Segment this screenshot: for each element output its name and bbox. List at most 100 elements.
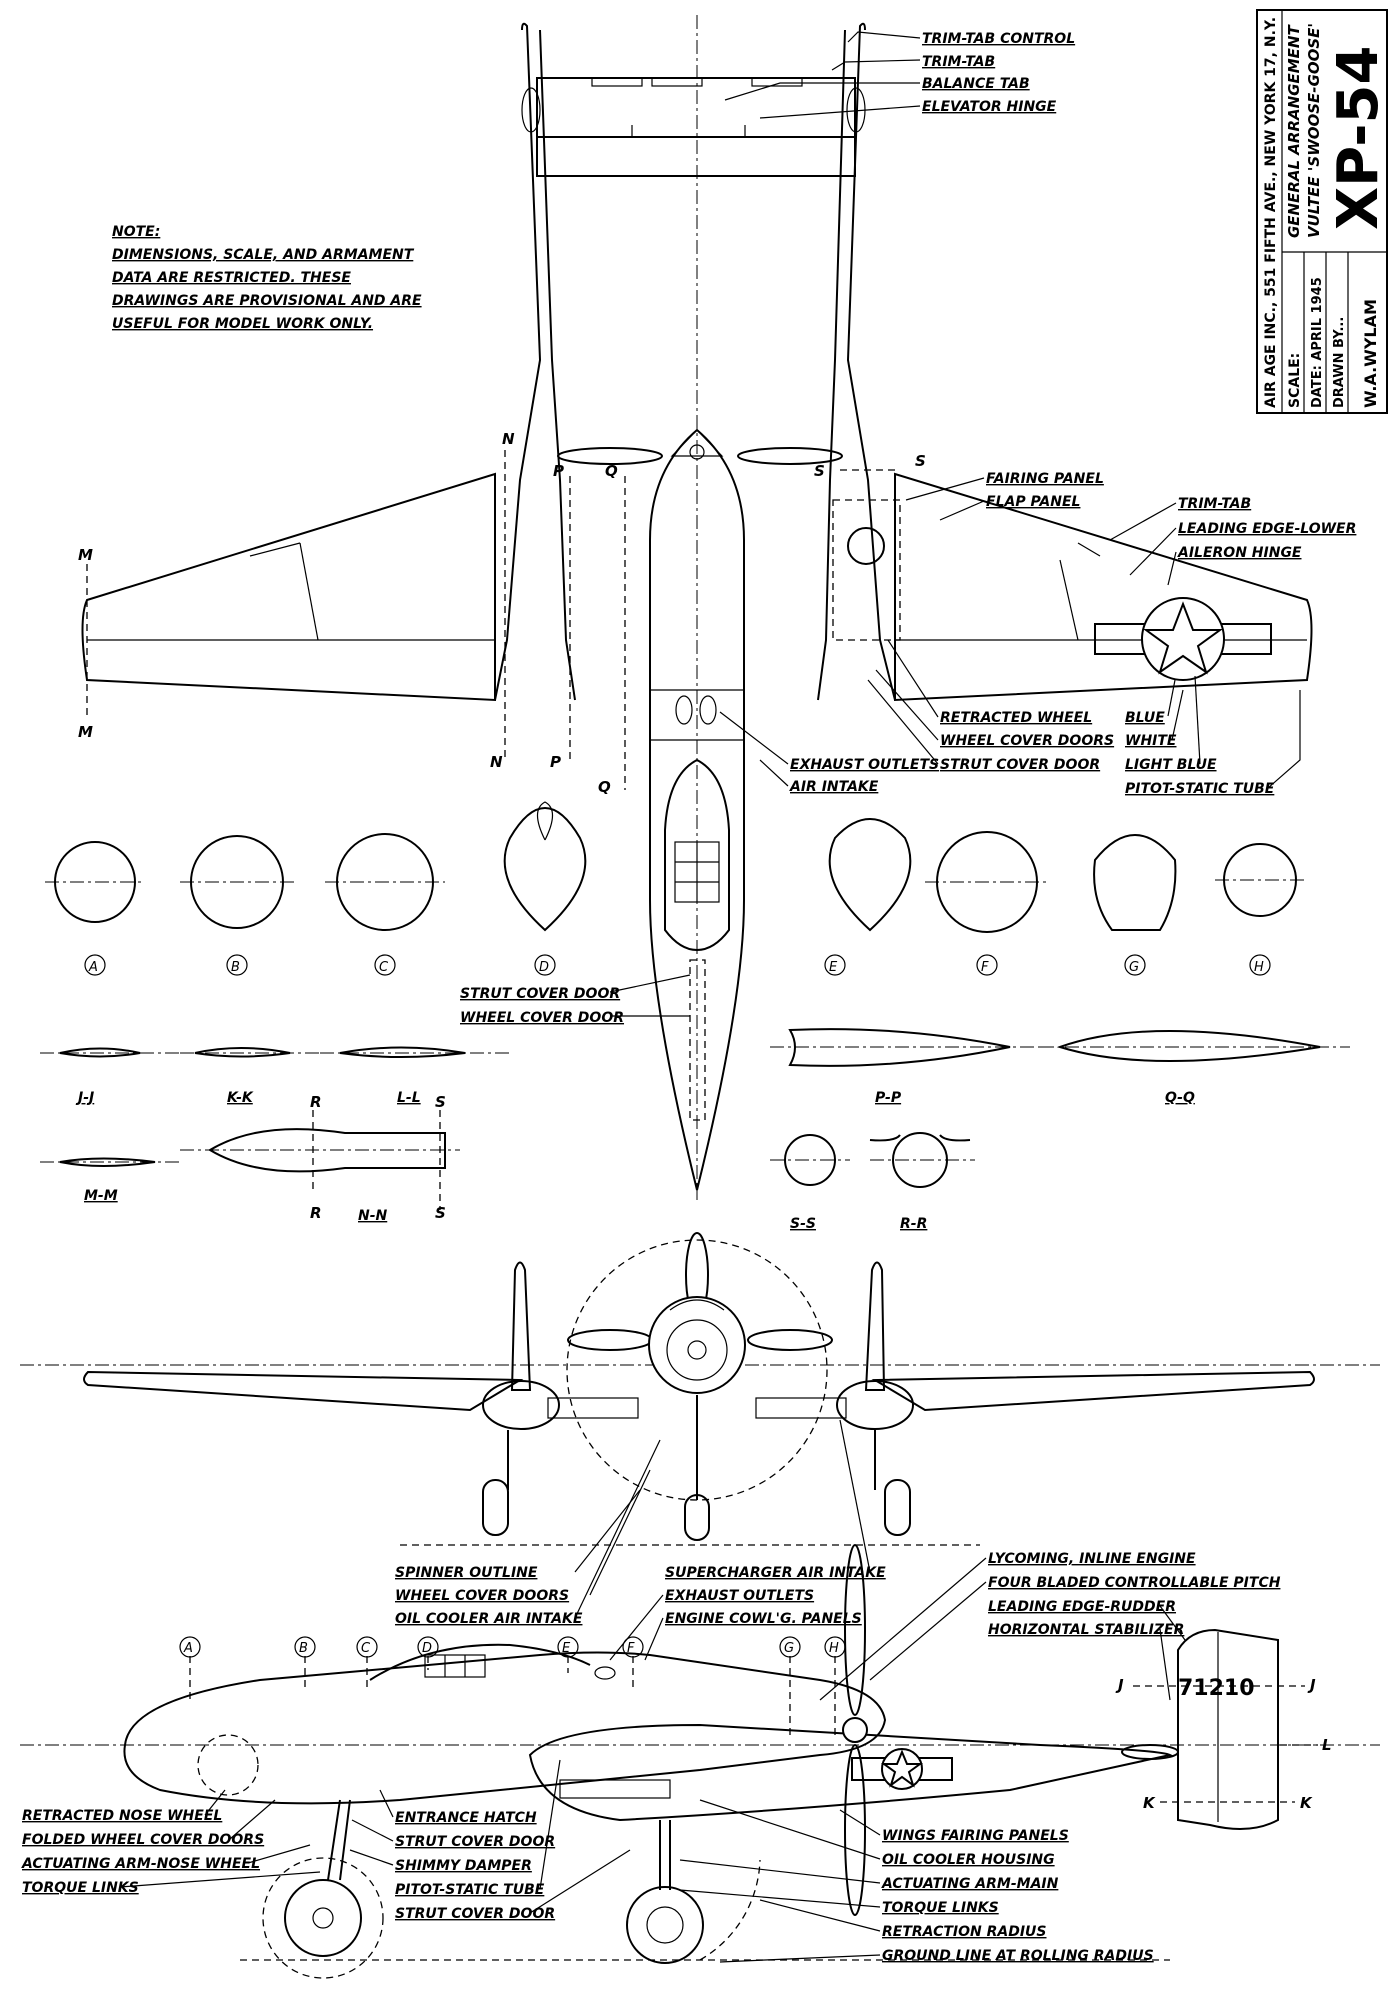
- label-exhaust-outlets-side: EXHAUST OUTLETS: [665, 1588, 814, 1604]
- cut-K-left: K: [1143, 1794, 1156, 1812]
- label-pitot-static-tube-side: PITOT-STATIC TUBE: [395, 1882, 545, 1898]
- svg-text:E: E: [829, 960, 838, 975]
- cut-J-left: J: [1115, 1676, 1124, 1694]
- label-wheel-cover-door-mid: WHEEL COVER DOOR: [460, 1010, 624, 1026]
- label-wheel-cover-doors: WHEEL COVER DOORS: [940, 733, 1114, 749]
- label-strut-cover-door-mid: STRUT COVER DOOR: [460, 986, 620, 1002]
- label-air-intake: AIR INTAKE: [789, 779, 879, 795]
- label-aileron-hinge: AILERON HINGE: [1177, 545, 1302, 561]
- svg-text:D: D: [539, 960, 549, 975]
- cut-N-bottom: N: [490, 753, 503, 771]
- cut-S-top-right: S: [915, 452, 926, 470]
- svg-text:C: C: [361, 1641, 371, 1656]
- side-circle-H: H: [824, 1636, 846, 1658]
- cut-R-bottom: R: [310, 1204, 322, 1222]
- publisher-text: AIR AGE INC., 551 FIFTH AVE., NEW YORK 1…: [1263, 17, 1279, 408]
- label-trim-tab-control: TRIM-TAB CONTROL: [922, 31, 1075, 47]
- label-torque-links-left: TORQUE LINKS: [22, 1880, 139, 1896]
- label-entrance-hatch: ENTRANCE HATCH: [395, 1810, 537, 1826]
- section-circle-A: A: [84, 954, 106, 976]
- airfoil-label-L-L: L-L: [397, 1090, 421, 1106]
- svg-text:B: B: [231, 960, 240, 975]
- cut-Q-top: Q: [605, 462, 618, 480]
- label-fairing-panel: FAIRING PANEL: [986, 471, 1104, 487]
- label-trim-tab-wing: TRIM-TAB: [1178, 496, 1251, 512]
- label-retracted-nose-wheel: RETRACTED NOSE WHEEL: [22, 1808, 222, 1824]
- svg-text:E: E: [562, 1641, 571, 1656]
- label-supercharger-air-intake: SUPERCHARGER AIR INTAKE: [665, 1565, 886, 1581]
- side-circle-G: G: [779, 1636, 801, 1658]
- drawn-by-name: W.A.WYLAM: [1361, 299, 1380, 408]
- label-wheel-cover-doors-front: WHEEL COVER DOORS: [395, 1588, 569, 1604]
- cut-M-top: M: [78, 546, 93, 564]
- airfoil-label-J-J: J-J: [75, 1090, 94, 1106]
- label-ground-line: GROUND LINE AT ROLLING RADIUS: [882, 1948, 1154, 1964]
- svg-text:G: G: [784, 1641, 794, 1656]
- cut-P-top: P: [553, 462, 564, 480]
- side-circle-F: F: [622, 1636, 644, 1658]
- svg-text:B: B: [299, 1641, 308, 1656]
- section-circle-C: C: [374, 954, 396, 976]
- airfoil-label-K-K: K-K: [227, 1090, 254, 1106]
- subtitle-vultee: VULTEE 'SWOOSE-GOOSE': [1305, 23, 1323, 238]
- note-line-2: DATA ARE RESTRICTED. THESE: [112, 270, 351, 286]
- note-heading: NOTE:: [112, 224, 160, 240]
- cut-M-bottom: M: [78, 723, 93, 741]
- airfoil-label-N-N: N-N: [358, 1208, 388, 1224]
- fuselage-sections: A B C D E F G H: [45, 801, 1305, 976]
- side-circle-D: D: [417, 1636, 439, 1658]
- label-leading-edge-rudder: LEADING EDGE-RUDDER: [988, 1599, 1176, 1615]
- date-text: DATE: APRIL 1945: [1310, 277, 1325, 408]
- note-line-4: USEFUL FOR MODEL WORK ONLY.: [112, 316, 373, 332]
- side-view: 71210 A B C D E F G H J: [20, 1544, 1380, 1979]
- label-leading-edge-lower: LEADING EDGE-LOWER: [1178, 521, 1356, 537]
- cut-J-right: J: [1307, 1676, 1316, 1694]
- model-title: XP-54: [1326, 46, 1391, 230]
- label-strut-cover-door-top: STRUT COVER DOOR: [940, 757, 1100, 773]
- label-actuating-arm-nose-wheel: ACTUATING ARM-NOSE WHEEL: [21, 1856, 260, 1872]
- cut-L-right: L: [1322, 1736, 1332, 1754]
- front-view: [20, 1232, 1380, 1546]
- label-retraction-radius: RETRACTION RADIUS: [882, 1924, 1047, 1940]
- airfoil-sections: J-J K-K L-L M-M N-N P-P Q-Q S-S R-R R R …: [40, 1028, 1350, 1232]
- svg-text:C: C: [379, 960, 389, 975]
- label-light-blue: LIGHT BLUE: [1125, 757, 1217, 773]
- subtitle-general-arrangement: GENERAL ARRANGEMENT: [1285, 24, 1303, 238]
- label-pitot-static-tube-top: PITOT-STATIC TUBE: [1125, 781, 1275, 797]
- label-blue: BLUE: [1125, 710, 1165, 726]
- note-line-3: DRAWINGS ARE PROVISIONAL AND ARE: [112, 293, 422, 309]
- svg-text:D: D: [422, 1641, 432, 1656]
- label-folded-wheel-cover-doors: FOLDED WHEEL COVER DOORS: [22, 1832, 264, 1848]
- label-engine-cowl-panels: ENGINE COWL'G. PANELS: [665, 1611, 862, 1627]
- side-circle-B: B: [294, 1636, 316, 1658]
- section-circle-D: D: [534, 954, 556, 976]
- svg-text:A: A: [183, 1641, 193, 1656]
- section-circle-G: G: [1124, 954, 1146, 976]
- svg-text:F: F: [981, 960, 989, 975]
- label-flap-panel: FLAP PANEL: [986, 494, 1080, 510]
- svg-text:G: G: [1129, 960, 1139, 975]
- section-circle-F: F: [976, 954, 998, 976]
- label-torque-links-right: TORQUE LINKS: [882, 1900, 999, 1916]
- label-elevator-hinge: ELEVATOR HINGE: [922, 99, 1057, 115]
- plan-callouts: TRIM-TAB CONTROL TRIM-TAB BALANCE TAB EL…: [719, 31, 1356, 797]
- cut-Q-bottom: Q: [598, 778, 611, 796]
- serial-number: 71210: [1178, 1676, 1255, 1701]
- label-oil-cooler-air-intake: OIL COOLER AIR INTAKE: [395, 1611, 583, 1627]
- front-callouts: SPINNER OUTLINE WHEEL COVER DOORS OIL CO…: [395, 1419, 1281, 1701]
- scale-label: SCALE:: [1287, 353, 1303, 408]
- label-strut-cover-door-low: STRUT COVER DOOR: [395, 1906, 555, 1922]
- label-lycoming-engine: LYCOMING, INLINE ENGINE: [988, 1551, 1196, 1567]
- label-horizontal-stabilizer: HORIZONTAL STABILIZER: [988, 1622, 1184, 1638]
- cut-S-airfoil-top: S: [435, 1093, 446, 1111]
- cut-P-bottom: P: [550, 753, 561, 771]
- side-circle-C: C: [356, 1636, 378, 1658]
- section-circle-B: B: [226, 954, 248, 976]
- restriction-note: NOTE: DIMENSIONS, SCALE, AND ARMAMENT DA…: [112, 224, 422, 332]
- cut-S-airfoil-bottom: S: [435, 1204, 446, 1222]
- side-circle-A: A: [179, 1636, 201, 1658]
- svg-text:F: F: [627, 1641, 635, 1656]
- cut-R-top: R: [310, 1093, 322, 1111]
- airfoil-label-P-P: P-P: [875, 1090, 902, 1106]
- airfoil-label-R-R: R-R: [900, 1216, 927, 1232]
